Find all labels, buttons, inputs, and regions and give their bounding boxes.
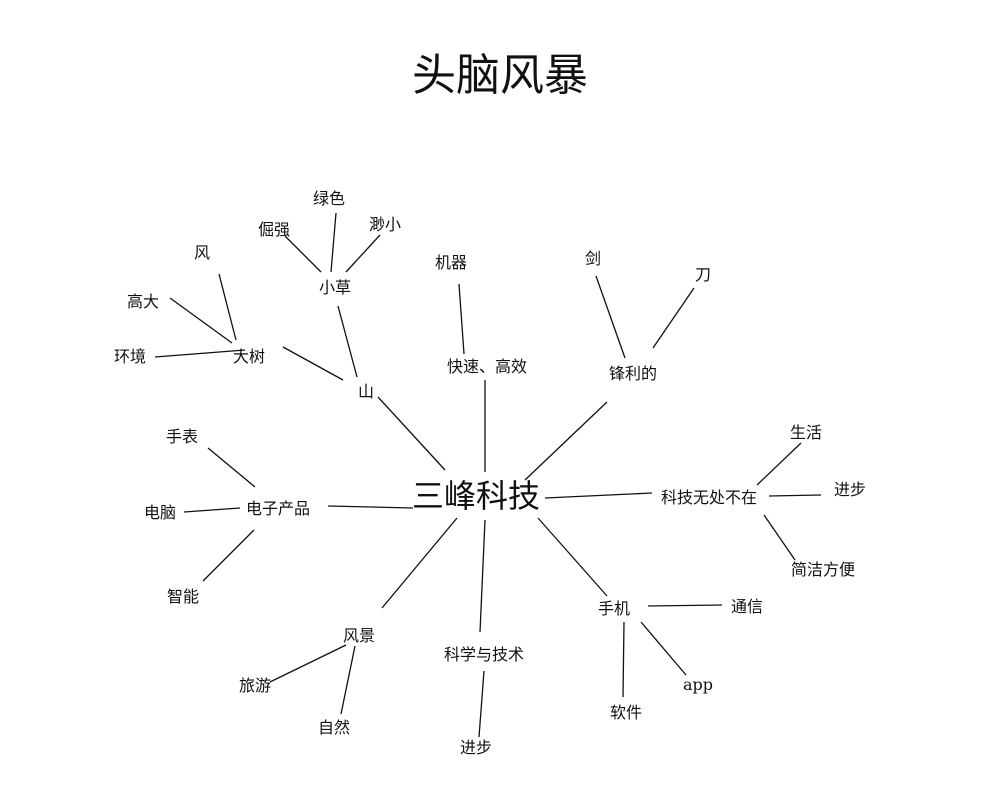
link-kejiwuchu-jianjie <box>763 514 796 561</box>
link-center-shouji <box>537 517 608 597</box>
link-shouji-ruanjian <box>622 621 625 698</box>
link-center-shan <box>377 396 446 471</box>
node-kuaisu: 快速、高效 <box>446 357 528 376</box>
link-center-kexue <box>479 519 486 633</box>
node-shan: 山 <box>357 382 375 401</box>
link-xiaocao-miaoxiao <box>345 234 381 273</box>
link-shouji-app <box>640 621 687 676</box>
link-center-dianzi <box>327 505 414 509</box>
link-kexue-jinbu <box>478 670 485 738</box>
link-dashu-huanjing <box>154 349 246 358</box>
node-dianzi: 电子产品 <box>245 499 311 518</box>
node-xiaocao: 小草 <box>318 278 352 297</box>
node-jian: 剑 <box>584 249 602 268</box>
link-center-fengli <box>524 401 608 481</box>
link-fengjing-ziran <box>340 645 356 715</box>
node-zhineng: 智能 <box>166 587 200 606</box>
node-gaoda: 高大 <box>126 292 160 311</box>
node-shoubiao: 手表 <box>165 427 199 446</box>
link-kejiwuchu-shenghuo <box>756 442 802 486</box>
link-shouji-tongxin <box>647 604 723 607</box>
link-kuaisu-jiqi <box>458 283 465 355</box>
link-dianzi-zhineng <box>202 529 255 582</box>
node-feng: 风 <box>193 243 211 262</box>
node-fengli: 锋利的 <box>608 364 658 383</box>
node-diannao: 电脑 <box>143 503 177 522</box>
link-center-kejiwuchu <box>544 492 653 499</box>
link-fengjing-lvyou <box>269 644 347 683</box>
node-kejiwuchu: 科技无处不在 <box>660 488 758 507</box>
node-kexue: 科学与技术 <box>443 645 525 664</box>
node-ruanjian: 软件 <box>609 703 643 722</box>
link-xiaocao-lvse <box>330 212 337 273</box>
node-jianjie: 简洁方便 <box>790 560 856 579</box>
node-lvse: 绿色 <box>312 189 346 208</box>
node-juejiang: 倔强 <box>257 220 291 239</box>
link-dianzi-shoubiao <box>207 447 256 488</box>
link-shan-dashu <box>282 346 344 381</box>
link-shan-xiaocao <box>337 305 358 378</box>
node-shenghuo: 生活 <box>789 423 823 442</box>
node-dao: 刀 <box>694 265 712 284</box>
node-dashu: 大树 <box>232 347 266 366</box>
node-jiqi: 机器 <box>434 253 468 272</box>
link-fengli-dao <box>652 287 695 349</box>
link-xiaocao-juejiang <box>284 235 322 273</box>
node-ziran: 自然 <box>317 718 351 737</box>
central-topic: 三峰科技 <box>411 477 541 515</box>
page-title: 头脑风暴 <box>412 50 588 101</box>
link-fengli-jian <box>595 275 626 359</box>
node-jinbu-1: 进步 <box>833 480 867 499</box>
node-fengjing: 风景 <box>342 626 376 645</box>
link-kejiwuchu-jinbu <box>768 494 822 497</box>
node-miaoxiao: 渺小 <box>368 215 402 234</box>
link-dianzi-diannao <box>183 507 241 513</box>
node-jinbu-2: 进步 <box>459 738 493 757</box>
node-tongxin: 通信 <box>730 597 764 616</box>
node-huanjing: 环境 <box>113 347 147 366</box>
node-lvyou: 旅游 <box>238 676 272 695</box>
node-shouji: 手机 <box>597 599 631 618</box>
link-dashu-feng <box>218 273 237 341</box>
node-app: app <box>682 675 714 694</box>
link-center-fengjing <box>381 517 458 609</box>
link-dashu-gaoda <box>169 297 233 344</box>
